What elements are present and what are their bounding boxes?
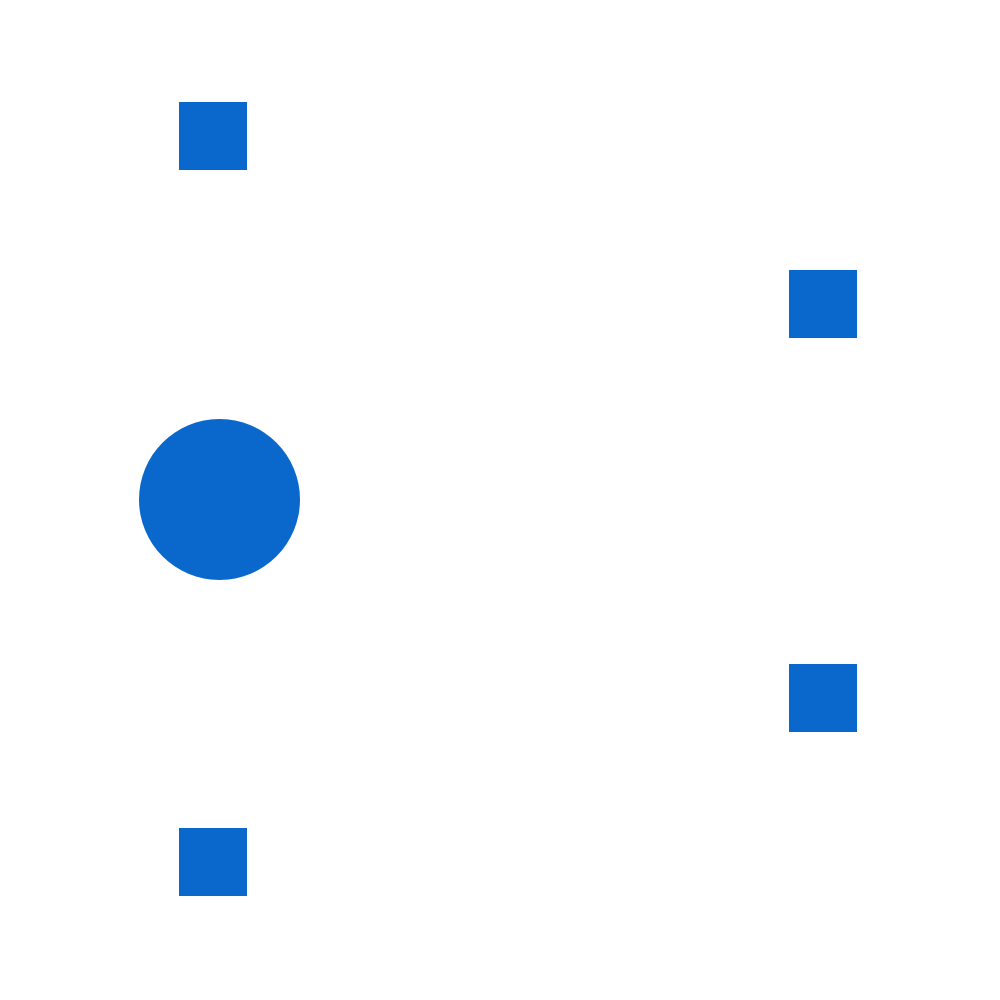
square-lower-right bbox=[789, 664, 857, 732]
circle-left bbox=[139, 419, 300, 580]
square-bottom-left bbox=[179, 828, 247, 896]
square-upper-right bbox=[789, 270, 857, 338]
square-top-left bbox=[179, 102, 247, 170]
